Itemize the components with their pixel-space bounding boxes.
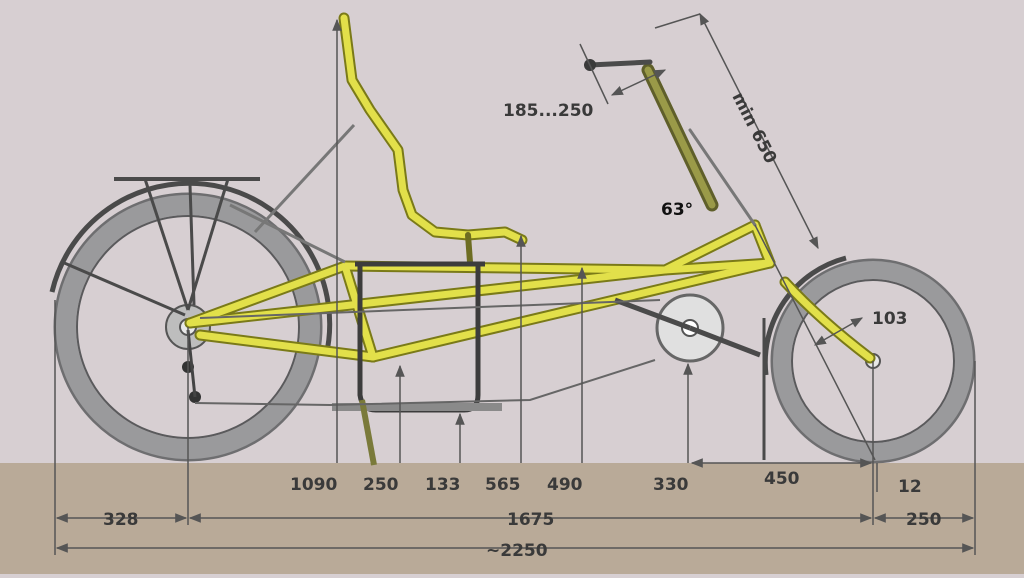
- height-dimension-lines: [54, 18, 976, 555]
- seat-stays: [229, 123, 356, 264]
- kickstand-bar: [332, 403, 502, 411]
- dim-trail: 103: [872, 309, 908, 329]
- kickstand-leg: [359, 399, 377, 466]
- dim-x-seam: min 650: [728, 89, 781, 167]
- dim-main-tube: 490: [547, 475, 583, 495]
- rear-rack: [61, 177, 260, 317]
- dim-seat-height-low: 250: [363, 475, 399, 495]
- dim-seat-height-top: 1090: [290, 475, 337, 495]
- steering-geometry-lines: [579, 12, 876, 461]
- dim-boom-adjust: 185...250: [503, 101, 594, 121]
- dim-steer-angle: 63°: [661, 200, 693, 220]
- crankset: [614, 293, 761, 363]
- rear-fender: [49, 180, 333, 357]
- dim-seat-front: 565: [485, 475, 521, 495]
- front-fender: [762, 255, 847, 376]
- length-dimension-lines: [55, 458, 975, 553]
- dim-bottom-bracket: 330: [653, 475, 689, 495]
- chain: [194, 299, 661, 407]
- dim-rear-overhang: 328: [103, 510, 139, 530]
- dim-wheelbase: 1675: [507, 510, 554, 530]
- dim-total-length: ~2250: [486, 541, 548, 561]
- dim-under-frame: 133: [425, 475, 461, 495]
- dim-bb-to-front-axle: 450: [764, 469, 800, 489]
- dim-fork-offset: 12: [898, 477, 922, 497]
- seat: [338, 12, 528, 265]
- dim-front-overhang: 250: [906, 510, 942, 530]
